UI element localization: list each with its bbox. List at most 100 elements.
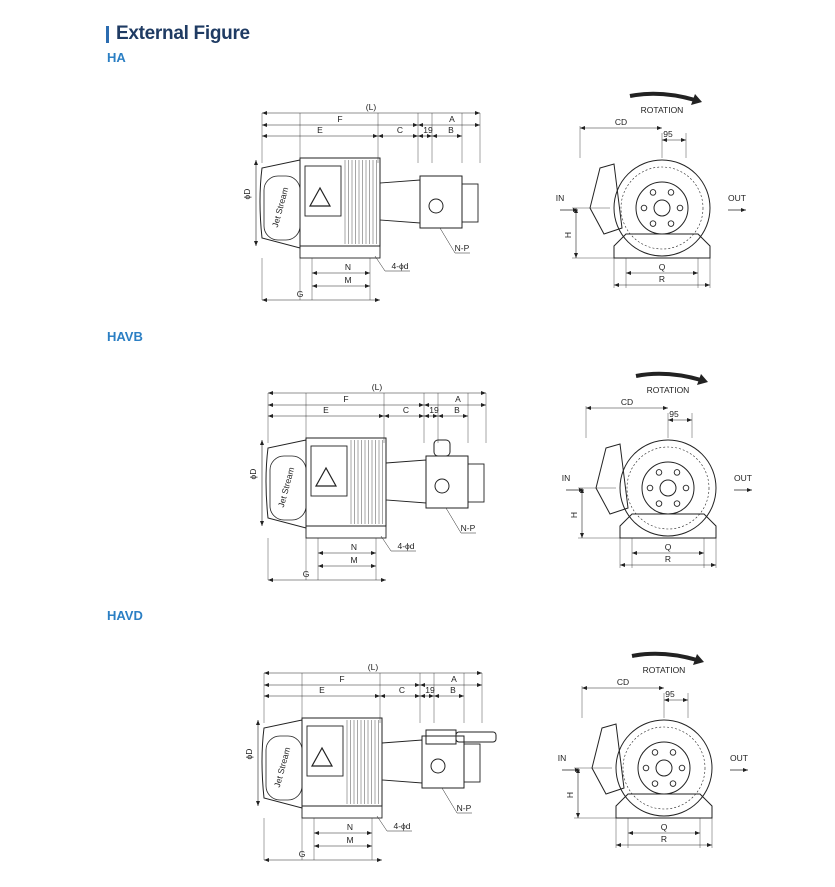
dim-19 <box>424 414 438 418</box>
dim-95 <box>662 138 686 142</box>
dim-H <box>580 488 584 538</box>
dim-CD <box>582 686 664 690</box>
motor-end-cap <box>261 719 303 809</box>
pump-flange <box>637 741 691 795</box>
pump-cover <box>467 463 485 503</box>
pump-port <box>428 198 444 214</box>
dim-R-label: R <box>665 554 671 564</box>
motor-end-cap <box>259 159 301 249</box>
np-leader <box>439 227 456 254</box>
dim-19-label: 19 <box>423 125 433 135</box>
dim-D-label: ϕD <box>242 189 252 200</box>
dim-CD-label: CD <box>617 677 629 687</box>
dim-19-label: 19 <box>429 405 439 415</box>
np-leader <box>445 507 462 534</box>
pump-flange <box>635 181 689 235</box>
dim-L <box>264 671 482 675</box>
flange-bolt <box>667 189 675 196</box>
dim-N <box>318 551 376 555</box>
pump-port <box>430 758 446 774</box>
model-label-ha: HA <box>107 50 126 65</box>
dim-holes-label: 4-ϕd <box>393 821 410 831</box>
rotation-arrowhead <box>693 654 704 665</box>
dim-H-label: H <box>565 792 575 798</box>
dim-B-label: B <box>448 125 454 135</box>
dim-holes-label: 4-ϕd <box>397 541 414 551</box>
warning-triangle-icon <box>310 746 334 767</box>
dim-A <box>424 403 486 407</box>
dim-A-label: A <box>451 674 457 684</box>
dim-A-label: A <box>449 114 455 124</box>
fin-ring <box>620 166 704 250</box>
pump-cover <box>461 183 479 223</box>
flange-bolt <box>669 780 677 787</box>
flange-bolt <box>673 469 681 476</box>
dim-19-arrows <box>424 414 438 418</box>
dim-A <box>420 683 482 687</box>
jet-stream-logo: Jet Stream <box>270 186 290 228</box>
rotation-label: ROTATION <box>641 105 684 115</box>
dim-N-label: N <box>345 262 351 272</box>
warning-triangle-icon <box>314 466 338 487</box>
dim-N-label: N <box>351 542 357 552</box>
dim-M <box>314 844 372 848</box>
dim-95-label: 95 <box>663 129 673 139</box>
dim-B <box>434 694 464 698</box>
dim-C-label: C <box>403 405 409 415</box>
heading-accent-bar <box>106 25 109 43</box>
relief-valve-body <box>425 729 457 745</box>
holes-leader <box>376 815 388 832</box>
shaft-center <box>655 759 673 777</box>
dim-N <box>314 831 372 835</box>
motor-outline <box>613 159 711 257</box>
flange-bolt <box>673 500 681 507</box>
dim-N <box>312 271 370 275</box>
flange-bolt <box>646 484 654 492</box>
page-title: External Figure <box>116 23 250 44</box>
dim-B-label: B <box>450 685 456 695</box>
dim-M-label: M <box>344 275 351 285</box>
dim-L-label: (L) <box>366 102 377 112</box>
dim-H <box>576 768 580 818</box>
dim-95-label: 95 <box>669 409 679 419</box>
dim-B <box>432 134 462 138</box>
terminal-box <box>306 725 344 777</box>
dim-95 <box>664 698 688 702</box>
dim-F <box>264 683 420 687</box>
model-label-havd: HAVD <box>107 608 143 623</box>
coupling-housing <box>379 179 421 224</box>
dim-NP-label: N-P <box>457 803 472 813</box>
dim-CD-label: CD <box>615 117 627 127</box>
motor-outline <box>615 719 713 817</box>
outlet-label: OUT <box>730 753 748 763</box>
outlet-arrowhead <box>743 768 748 772</box>
terminal-box-side <box>591 723 625 795</box>
flange-bolt <box>655 500 663 507</box>
dim-Q <box>632 551 704 555</box>
dim-H-label: H <box>569 512 579 518</box>
dim-CD <box>580 126 662 130</box>
dim-G-label: G <box>297 289 304 299</box>
flange-bolt <box>676 204 684 212</box>
dim-Q-label: Q <box>659 262 666 272</box>
dim-E <box>262 134 378 138</box>
outlet-arrowhead <box>747 488 752 492</box>
relief-valve-handle <box>455 731 497 743</box>
relief-valve-top <box>433 439 451 457</box>
terminal-box <box>310 445 348 497</box>
dim-E-label: E <box>317 125 323 135</box>
rotation-arrow-icon <box>635 371 702 382</box>
warning-triangle-icon <box>308 186 332 207</box>
outlet-arrowhead <box>741 208 746 212</box>
fin-ring <box>622 726 706 810</box>
motor-base <box>299 245 381 259</box>
dim-19 <box>420 694 434 698</box>
dim-H-arrows <box>580 488 584 538</box>
